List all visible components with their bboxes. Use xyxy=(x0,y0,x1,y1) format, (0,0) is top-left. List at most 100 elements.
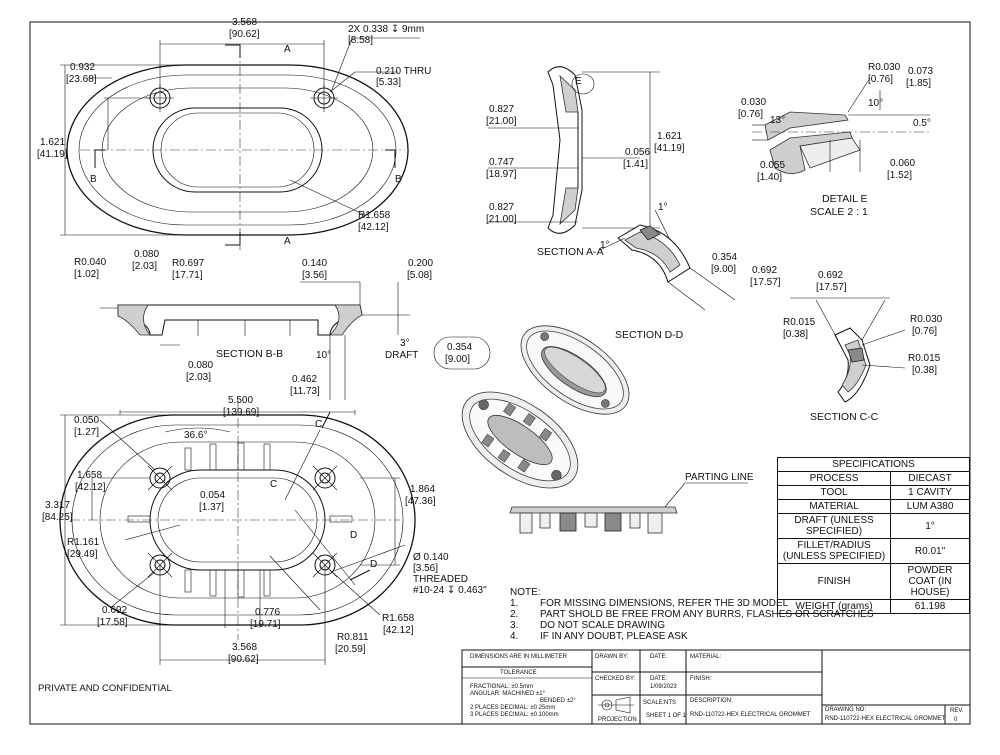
dim: [47.36] xyxy=(405,496,436,507)
dim: R1.161 xyxy=(67,537,100,548)
dim: 36.6° xyxy=(184,430,207,441)
dim: R0.015 xyxy=(908,353,941,364)
dim: [0.38] xyxy=(912,365,937,376)
dim: [3.56] xyxy=(413,563,438,574)
dim: [21.00] xyxy=(486,116,517,127)
view-title: SECTION C-C xyxy=(810,411,879,423)
dim: 0.747 xyxy=(489,157,514,168)
table-row: WEIGHT (grams)61.198 xyxy=(776,599,970,614)
section-mark: D xyxy=(370,559,377,570)
dim: 0.080 xyxy=(188,360,213,371)
title-block-text: SHEET 1 OF 1 xyxy=(646,713,687,719)
title-block-text: DESCRIPTION: xyxy=(690,698,733,704)
dim: [11.73] xyxy=(290,386,320,397)
dim: 1° xyxy=(600,240,610,251)
spec-value: LUM A380 xyxy=(890,499,970,514)
dim: 1.621 xyxy=(657,131,682,142)
specifications-header: SPECIFICATIONS xyxy=(777,457,970,472)
dim: #10-24 ↧ 0.463" xyxy=(413,585,487,596)
dim: 0.060 xyxy=(890,158,915,169)
view-title: SECTION B-B xyxy=(216,348,283,360)
note-item: 1.FOR MISSING DIMENSIONS, REFER THE 3D M… xyxy=(510,598,874,609)
section-mark: A xyxy=(284,44,291,55)
dim: [1.52] xyxy=(887,170,912,181)
dim: [5.08] xyxy=(407,270,432,281)
dim: [19.71] xyxy=(250,619,281,630)
dim: R0.015 xyxy=(783,317,816,328)
section-mark: B xyxy=(395,174,402,185)
dim: [90.62] xyxy=(228,654,259,665)
boss xyxy=(312,465,338,491)
dim: 0.054 xyxy=(200,490,225,501)
dim: [17.57] xyxy=(750,277,781,288)
dim: 0.354 xyxy=(712,252,737,263)
dim: 1.621 xyxy=(40,137,65,148)
note-item: 3.DO NOT SCALE DRAWING xyxy=(510,620,874,631)
spec-value: R0.01" xyxy=(890,538,970,564)
dim: 0.692 xyxy=(752,265,777,276)
dim: 1.658 xyxy=(77,470,102,481)
dim: 0.073 xyxy=(908,66,933,77)
section-mark: C xyxy=(270,479,277,490)
dim: [1.41] xyxy=(623,159,648,170)
dim: [8.58] xyxy=(348,35,373,46)
dim: 3.317 xyxy=(45,500,70,511)
note-text: DO NOT SCALE DRAWING xyxy=(540,620,666,631)
note-item: 4.IF IN ANY DOUBT, PLEASE ASK xyxy=(510,631,874,642)
dim: [2.03] xyxy=(186,372,211,383)
dim: 0.692 xyxy=(102,605,127,616)
title-block-text: ANGULAR: MACHINED ±1° xyxy=(470,691,546,697)
dim: [0.76] xyxy=(912,326,937,337)
title-block-text: 1/09/2023 xyxy=(650,684,677,690)
dim: [0.38] xyxy=(783,329,808,340)
dim: 3.568 xyxy=(232,17,257,28)
section-c-c: 0.692 [17.57] R0.015 [0.38] R0.030 [0.76… xyxy=(783,270,943,423)
title-block-text: FINISH: xyxy=(690,676,712,682)
dim: DRAFT xyxy=(385,350,418,361)
dim: R0.697 xyxy=(172,258,205,269)
dim: 0.140 xyxy=(302,258,327,269)
dim: 10° xyxy=(868,98,883,109)
table-row: DRAFT (UNLESS SPECIFIED)1° xyxy=(776,513,970,539)
isometric-view-top xyxy=(520,325,630,415)
section-mark: D xyxy=(350,530,357,541)
dim: 0.080 xyxy=(134,249,159,260)
dim: THREADED xyxy=(413,574,468,585)
dim: R0.030 xyxy=(868,62,901,73)
dim: R0.030 xyxy=(910,314,943,325)
note-text: PART SHOLD BE FREE FROM ANY BURRS, FLASH… xyxy=(540,609,874,620)
spec-label: MATERIAL xyxy=(776,499,892,514)
dim: [0.76] xyxy=(738,109,763,120)
top-view: 3.568 [90.62] 2X 0.338 ↧ 9mm [8.58] 0.21… xyxy=(37,17,431,250)
title-block-text: CHECKED BY: xyxy=(595,676,636,682)
title-block-text: MATERIAL: xyxy=(690,654,722,660)
dim: [1.27] xyxy=(74,427,99,438)
spec-value: POWDER COAT (IN HOUSE) xyxy=(890,563,970,600)
dim: [18.97] xyxy=(486,169,517,180)
notes-heading: NOTE: xyxy=(510,587,541,598)
dim: [1.40] xyxy=(757,172,782,183)
title-block-text: NTS xyxy=(664,700,676,706)
isometric-view-bottom xyxy=(461,391,579,489)
dim: [42.12] xyxy=(358,222,389,233)
title-block-text: 2 PLACES DECIMAL: ±0.25mm xyxy=(470,705,555,711)
view-title: SECTION D-D xyxy=(615,329,684,341)
section-a-a: E 0.827 [21.00] 0.747 [18.97] 0.827 [21.… xyxy=(486,66,685,258)
spec-value: DIECAST xyxy=(890,471,970,486)
note-item: 2.PART SHOLD BE FREE FROM ANY BURRS, FLA… xyxy=(510,609,874,620)
dim: [2.03] xyxy=(132,261,157,272)
dim: [29.49] xyxy=(67,549,98,560)
projection-symbol xyxy=(598,696,634,714)
dim: 5.500 xyxy=(228,395,253,406)
parting-line-label: PARTING LINE xyxy=(685,472,754,483)
dim: 0.827 xyxy=(489,104,514,115)
dim: [3.56] xyxy=(302,270,327,281)
dim: [1.02] xyxy=(74,269,99,280)
section-mark: C xyxy=(315,419,322,430)
dim: R1.658 xyxy=(358,210,391,221)
note-text: FOR MISSING DIMENSIONS, REFER THE 3D MOD… xyxy=(540,598,789,609)
